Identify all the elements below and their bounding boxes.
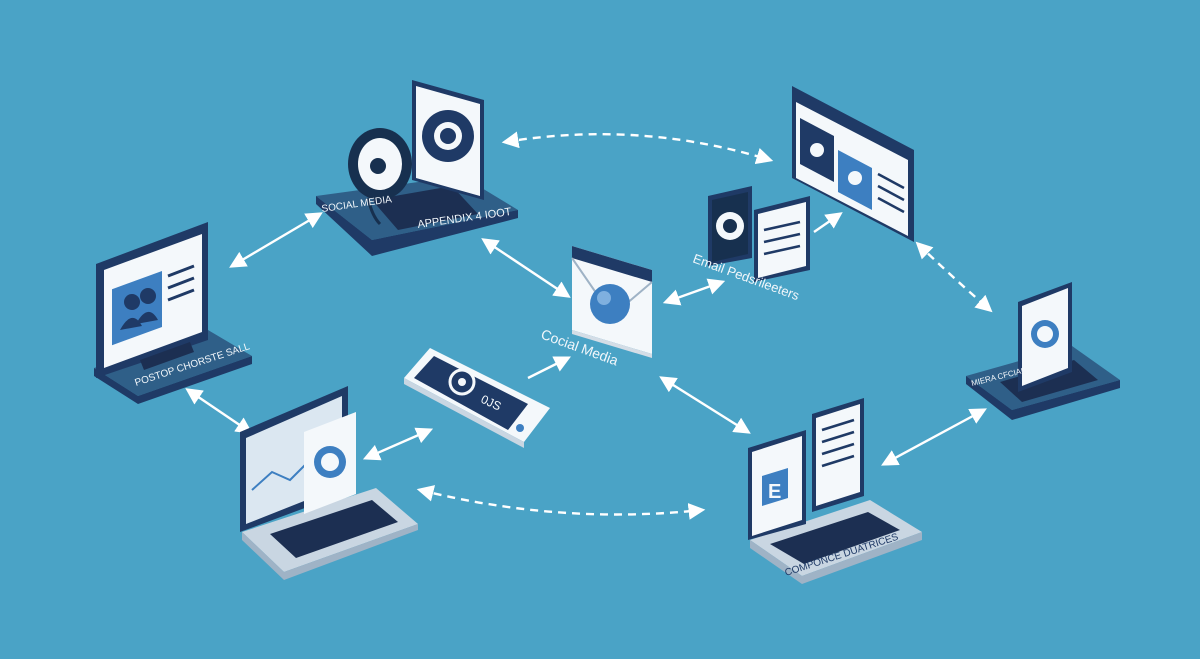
keyboard [270,500,398,558]
arrow-topright-to-right [915,241,993,313]
keyboard [1000,360,1098,402]
device-bottomright: E COMPONCE DUATRICES [748,398,922,584]
arrow-bottomright-to-right [881,408,987,466]
device-left: POSTOP CHORSTE SALL [94,222,252,404]
envelope-icon [590,284,630,324]
arrow-phone-to-hub [527,356,572,380]
profile-icon [810,143,824,157]
arrow-left-to-bottomleft [185,388,253,434]
device-topright [792,86,914,242]
device-bottomleft [240,386,418,580]
platform [94,330,252,396]
arrow-email-to-topright [813,212,843,233]
phone-screen [414,356,528,430]
arrow-topleft-to-left [229,212,323,268]
hub-envelope: Cocial Media [539,246,653,369]
device-email: Email Pedsrileeters [691,186,810,303]
connections [185,131,993,520]
arrow-hub-to-email [662,278,726,306]
arrow-hub-to-bottomright [659,376,751,434]
device-right: MIERA CFCIAL [966,282,1120,420]
doc-letter-icon: E [768,481,781,503]
smartphone-icon [448,368,476,396]
chart-line [251,457,313,491]
arrow-topleft-to-topright [501,131,774,165]
keyboard [770,512,900,564]
device-phone: 0JS [404,348,550,448]
arrow-topleft-to-hub [481,238,571,298]
device-topleft: SOCIAL MEDIA APPENDIX 4 IOOT [316,80,518,256]
keyboard [372,186,478,230]
platform-edge [316,196,518,256]
arrow-phone-to-bottomleft [362,427,434,461]
arrow-bottomleft-to-bottomright [416,485,706,520]
